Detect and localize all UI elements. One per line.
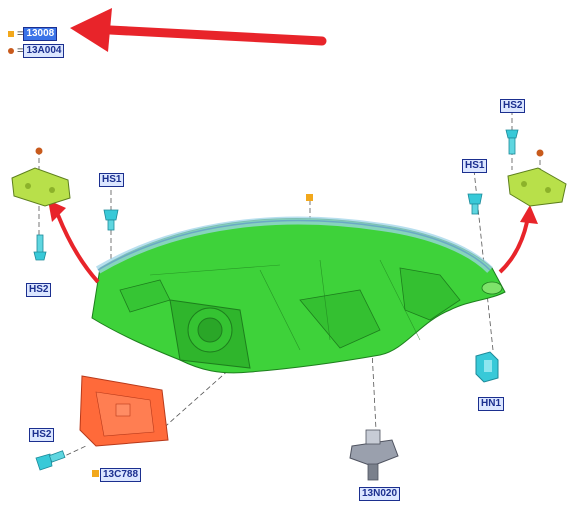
headlamp-assembly-icon: [91, 216, 506, 374]
part-marker-square-headlamp: [306, 194, 313, 201]
bolt-hs2-right-icon: [505, 129, 519, 155]
legend-equals: =: [17, 28, 24, 40]
mounting-bracket-right-icon: [507, 167, 567, 207]
callout-hs2-left-lower[interactable]: HS2: [29, 428, 55, 442]
legend-row-1: = 13008: [8, 27, 58, 41]
clip-nut-hn1-icon: [475, 351, 499, 383]
legend-row-2: = 13A004: [8, 44, 65, 58]
bolt-hs2-lower-left-icon: [35, 450, 66, 471]
callout-hs1-right[interactable]: HS1: [462, 159, 488, 173]
callout-hs1-left[interactable]: HS1: [99, 173, 125, 187]
callout-13n020[interactable]: 13N020: [359, 487, 401, 501]
red-curved-arrow-left: [48, 200, 100, 284]
legend-circle-marker: [8, 48, 14, 54]
legend-part-code[interactable]: 13A004: [23, 44, 65, 58]
part-marker-circle-left: [35, 147, 43, 155]
legend-square-marker: [8, 31, 14, 37]
mounting-bracket-left-icon: [11, 167, 71, 207]
callout-hs2-left-upper[interactable]: HS2: [26, 283, 52, 297]
bulb-socket-13n020-icon: [349, 429, 399, 481]
legend-part-code[interactable]: 13008: [23, 27, 58, 41]
legend-equals: =: [17, 45, 24, 57]
callout-hs2-right[interactable]: HS2: [500, 99, 526, 113]
red-curved-arrow-right: [498, 205, 538, 274]
part-marker-square-cover: [92, 470, 99, 477]
callout-13c788[interactable]: 13C788: [100, 468, 142, 482]
access-cover-13c788-icon: [79, 375, 169, 447]
bolt-hs1-right-icon: [467, 193, 483, 215]
callout-hn1[interactable]: HN1: [478, 397, 505, 411]
bolt-hs2-left-upper-icon: [33, 234, 47, 261]
red-pointer-arrow: [70, 8, 327, 52]
bolt-hs1-left-icon: [103, 209, 119, 231]
part-marker-circle-right: [536, 149, 544, 157]
